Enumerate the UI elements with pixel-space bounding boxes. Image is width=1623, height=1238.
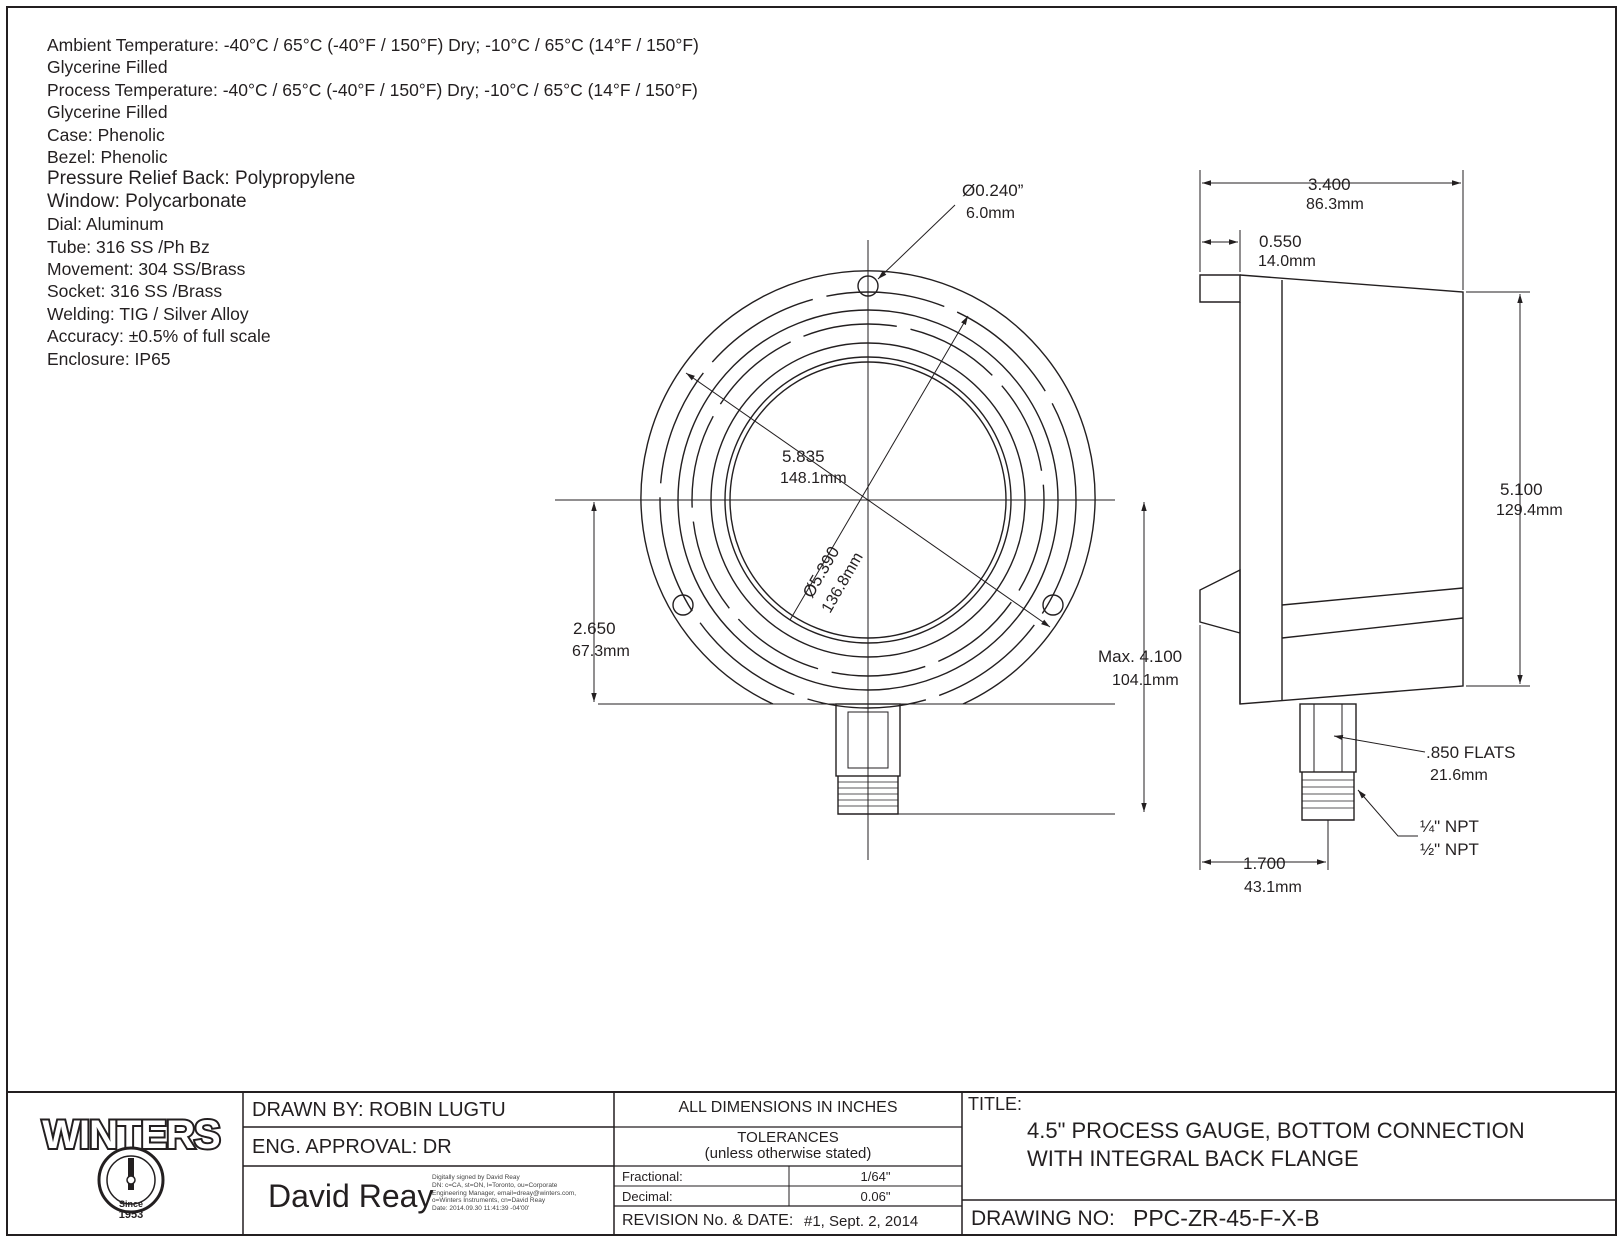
case-bottom-seam <box>1281 617 1464 639</box>
max-height-label: Max. 4.100 <box>1098 647 1182 666</box>
spec-enclosure: Enclosure: IP65 <box>47 348 171 369</box>
spec-socket: Socket: 316 SS /Brass <box>47 281 223 302</box>
height-mm-label: 129.4mm <box>1496 502 1563 519</box>
fractional-value: 1/64" <box>860 1169 891 1184</box>
bolt-circle-mm-label: 148.1mm <box>780 470 847 487</box>
spec-process-glycerine: Glycerine Filled <box>47 102 168 123</box>
hole-dia-mm-label: 6.0mm <box>966 205 1015 222</box>
spec-welding: Welding: TIG / Silver Alloy <box>47 303 249 324</box>
socket-thread <box>837 776 899 815</box>
side-view <box>1199 170 1530 870</box>
signature-note-line: Date: 2014.09.30 11:41:39 -04'00' <box>432 1205 530 1213</box>
socket-hex-inner <box>847 711 889 769</box>
revision-label: REVISION No. & DATE: <box>622 1212 794 1229</box>
npt-half-label: ½" NPT <box>1420 840 1479 859</box>
flange-mm-label: 14.0mm <box>1258 253 1316 270</box>
signature-note: Digitally signed by David Reay DN: c=CA,… <box>432 1174 576 1213</box>
logo-year: 1953 <box>119 1209 143 1221</box>
title-line-2: WITH INTEGRAL BACK FLANGE <box>1027 1146 1359 1171</box>
spec-ambient-temperature: Ambient Temperature: -40°C / 65°C (-40°F… <box>47 35 699 55</box>
spec-process-temperature: Process Temperature: -40°C / 65°C (-40°F… <box>47 79 698 100</box>
center-height-label: 2.650 <box>573 619 616 638</box>
socket-hex <box>835 703 901 777</box>
spec-movement: Movement: 304 SS/Brass <box>47 259 246 280</box>
flange-label: 0.550 <box>1259 232 1302 251</box>
npt-quarter-label: ¼" NPT <box>1420 817 1479 836</box>
thread-lines <box>838 781 898 807</box>
side-socket-thread <box>1301 772 1355 821</box>
title-label: TITLE: <box>968 1094 1023 1114</box>
eng-approval: ENG. APPROVAL: DR <box>252 1136 452 1158</box>
spec-tube: Tube: 316 SS /Ph Bz <box>47 236 210 257</box>
decimal-label: Decimal: <box>622 1189 673 1204</box>
sheet-border <box>6 6 1617 1236</box>
socket-offset-label: 1.700 <box>1243 854 1286 873</box>
bolt-circle <box>659 291 1077 709</box>
winters-logo: WINTERS Since 1953 <box>40 1111 223 1221</box>
side-view-labels: 3.400 86.3mm 0.550 14.0mm 5.100 129.4mm … <box>1243 175 1563 896</box>
spec-ambient-glycerine: Glycerine Filled <box>47 57 168 78</box>
case-seam <box>1281 587 1464 606</box>
front-view-labels: Ø0.240” 6.0mm 5.835 148.1mm Ø5.390 136.8… <box>572 181 1182 689</box>
mounting-hole-top <box>857 275 879 297</box>
flange-outline <box>640 270 1096 705</box>
signature-note-line: Digitally signed by David Reay <box>432 1174 520 1181</box>
hole-dia-label: Ø0.240” <box>962 181 1024 200</box>
flats-leader <box>1333 734 1426 753</box>
back-flange <box>1199 274 1241 303</box>
fractional-label: Fractional: <box>622 1169 683 1184</box>
max-height-mm-label: 104.1mm <box>1112 672 1179 689</box>
specifications-list: Ambient Temperature: -40°C / 65°C (-40°F… <box>47 34 699 370</box>
signature-name: David Reay <box>268 1178 434 1214</box>
height-label: 5.100 <box>1500 480 1543 499</box>
title-block-grid <box>7 1091 1616 1235</box>
spec-accuracy: Accuracy: ±0.5% of full scale <box>47 326 271 347</box>
spec-window: Window: Polycarbonate <box>47 190 247 212</box>
spec-dial: Dial: Aluminum <box>47 214 164 235</box>
drawing-number-label: DRAWING NO: <box>971 1207 1115 1230</box>
bolt-circle-dimension <box>685 372 1051 628</box>
title-line-1: 4.5" PROCESS GAUGE, BOTTOM CONNECTION <box>1027 1118 1525 1143</box>
hole-leader <box>877 204 956 280</box>
bezel-outer-ring <box>677 309 1059 691</box>
depth-mm-label: 86.3mm <box>1306 196 1364 213</box>
flats-mm-label: 21.6mm <box>1430 767 1488 784</box>
mounting-hole-right <box>1042 594 1064 616</box>
drawing-number-value: PPC-ZR-45-F-X-B <box>1133 1205 1320 1231</box>
mounting-hole-left <box>672 594 694 616</box>
front-view <box>555 204 1147 860</box>
drawn-by: DRAWN BY: ROBIN LUGTU <box>252 1099 506 1121</box>
side-socket-hex <box>1299 703 1357 773</box>
bolt-circle-label: 5.835 <box>782 447 825 466</box>
npt-leader <box>1357 789 1418 837</box>
spec-bezel: Bezel: Phenolic <box>47 147 168 168</box>
logo-since: Since <box>119 1199 143 1209</box>
socket-offset-mm-label: 43.1mm <box>1244 879 1302 896</box>
signature-note-line: o=Winters Instruments, cn=David Reay <box>432 1197 546 1205</box>
flats-label: .850 FLATS <box>1426 743 1515 762</box>
tolerances-heading: TOLERANCES <box>737 1129 839 1146</box>
revision-value: #1, Sept. 2, 2014 <box>804 1213 919 1230</box>
signature-note-line: Engineering Manager, email=dreay@winters… <box>432 1189 577 1197</box>
window-diameter-dimension <box>789 315 969 621</box>
all-dimensions-note: ALL DIMENSIONS IN INCHES <box>678 1099 898 1116</box>
spec-case: Case: Phenolic <box>47 124 165 145</box>
center-height-mm-label: 67.3mm <box>572 643 630 660</box>
decimal-value: 0.06" <box>860 1189 891 1204</box>
signature-note-line: DN: c=CA, st=ON, l=Toronto, ou=Corporate <box>432 1181 558 1189</box>
tolerances-note: (unless otherwise stated) <box>704 1145 872 1162</box>
logo-gauge-needle <box>128 1158 134 1190</box>
depth-label: 3.400 <box>1308 175 1351 194</box>
spec-pressure-relief-back: Pressure Relief Back: Polypropylene <box>47 168 356 190</box>
logo-gauge-inner <box>106 1155 156 1205</box>
